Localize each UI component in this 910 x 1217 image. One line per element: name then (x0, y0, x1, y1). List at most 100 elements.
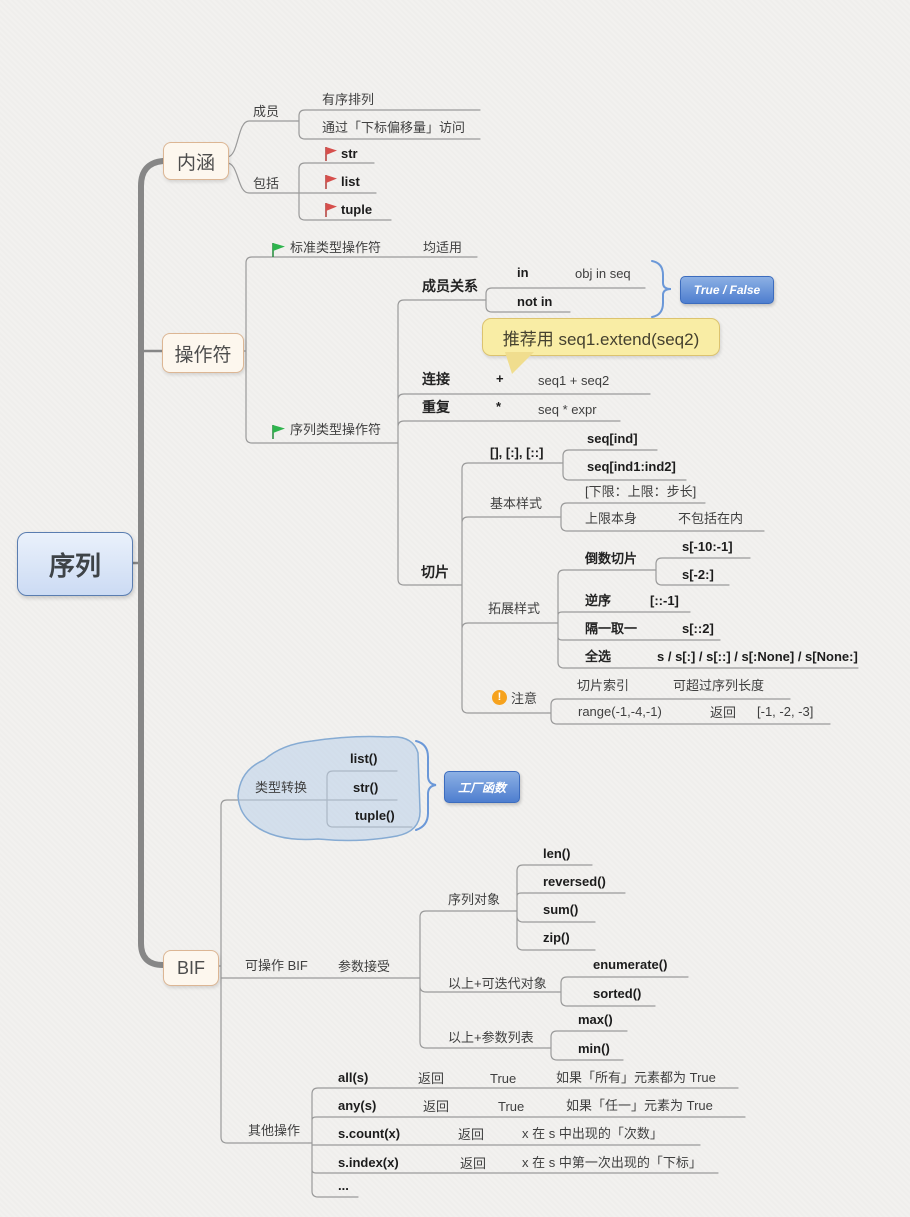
topic-ellipsis[interactable]: ... (338, 1178, 349, 1193)
topic-index-fn[interactable]: s.index(x) (338, 1155, 399, 1170)
topic-all-fn[interactable]: all(s) (338, 1070, 369, 1085)
topic-index-access[interactable]: 通过「下标偏移量」访问 (322, 120, 466, 135)
topic-index-return: 返回 (460, 1156, 487, 1171)
topic-range-result[interactable]: [-1, -2, -3] (757, 704, 814, 719)
red-flag-icon (325, 175, 337, 189)
topic-zip[interactable]: zip() (543, 930, 570, 945)
red-flag-icon (325, 147, 337, 161)
topic-member[interactable]: 成员 (253, 104, 280, 119)
topic-concat-expr[interactable]: seq1 + seq2 (538, 373, 610, 388)
topic-operable-bif[interactable]: 可操作 BIF (245, 958, 308, 973)
topic-str[interactable]: str (341, 146, 358, 161)
topic-tuple-fn[interactable]: tuple() (355, 808, 395, 823)
topic-min[interactable]: min() (578, 1041, 610, 1056)
topic-count-desc: x 在 s 中出现的「次数」 (522, 1126, 663, 1141)
callout-tail (505, 352, 534, 374)
topic-any-value: True (498, 1099, 525, 1114)
topic-index-desc: x 在 s 中第一次出现的「下标」 (522, 1155, 702, 1170)
topic-basic-style[interactable]: 基本样式 (490, 496, 543, 511)
topic-repeat-expr[interactable]: seq * expr (538, 402, 597, 417)
topic-range-returns[interactable]: 返回 (710, 705, 737, 720)
type-conversion-boundary[interactable] (237, 735, 421, 842)
topic-any-return: 返回 (423, 1099, 450, 1114)
root-topic-label: 序列 (48, 550, 101, 581)
topic-slice-ops[interactable]: [], [:], [::] (490, 445, 544, 460)
topic-alternate[interactable]: 隔一取一 (585, 621, 638, 636)
topic-negative-ex2[interactable]: s[-2:] (682, 567, 714, 582)
topic-plus-iterable[interactable]: 以上+可迭代对象 (448, 976, 547, 991)
topic-standard-operators[interactable]: 标准类型操作符 (290, 240, 382, 255)
summary-result-true-false[interactable]: True / False (680, 276, 774, 304)
topic-any-desc: 如果「任一」元素为 True (566, 1098, 713, 1113)
topic-upper-bound[interactable]: 上限本身 (585, 511, 638, 526)
topic-include[interactable]: 包括 (253, 176, 280, 191)
topic-negative-slice[interactable]: 倒数切片 (585, 551, 638, 566)
topic-plus-arglist[interactable]: 以上+参数列表 (448, 1030, 534, 1045)
topic-slice-index[interactable]: 切片索引 (577, 678, 630, 693)
topic-accepts-args[interactable]: 参数接受 (338, 959, 391, 974)
summary-label: 工厂函数 (457, 780, 506, 795)
topic-sum[interactable]: sum() (543, 902, 579, 917)
topic-negative-ex1[interactable]: s[-10:-1] (682, 539, 733, 554)
topic-not-in[interactable]: not in (517, 294, 553, 309)
topic-sorted[interactable]: sorted() (593, 986, 642, 1001)
topic-list-fn[interactable]: list() (350, 751, 378, 766)
main-topic-connotation[interactable]: 内涵 (163, 142, 229, 180)
topic-note[interactable]: 注意 (511, 691, 538, 706)
topic-slice[interactable]: 切片 (421, 564, 449, 580)
topic-range-example[interactable]: range(-1,-4,-1) (578, 704, 662, 719)
callout-recommend-extend[interactable]: 推荐用 seq1.extend(seq2) (482, 318, 720, 356)
topic-all-applicable[interactable]: 均适用 (423, 240, 463, 255)
topic-other-operations[interactable]: 其他操作 (248, 1123, 301, 1138)
topic-str-fn[interactable]: str() (353, 780, 379, 795)
topic-enumerate[interactable]: enumerate() (593, 957, 668, 972)
topic-extended-style[interactable]: 拓展样式 (488, 601, 541, 616)
topic-repeat-op[interactable]: * (496, 399, 502, 414)
topic-sequence-object[interactable]: 序列对象 (448, 892, 501, 907)
topic-reversed[interactable]: reversed() (543, 874, 606, 889)
topic-slice-ex2[interactable]: seq[ind1:ind2] (587, 459, 676, 474)
summary-factory-functions[interactable]: 工厂函数 (444, 771, 520, 803)
summary-label: True / False (693, 283, 761, 297)
topic-basic-syntax[interactable]: [下限：上限：步长] (585, 484, 697, 499)
summary-brace-factory[interactable] (415, 740, 437, 831)
topic-any-fn[interactable]: any(s) (338, 1098, 377, 1113)
warning-icon: ! (492, 690, 507, 705)
topic-select-all-ex[interactable]: s / s[:] / s[::] / s[:None] / s[None:] (657, 649, 858, 664)
main-topic-label: 内涵 (176, 152, 215, 174)
topic-membership[interactable]: 成员关系 (422, 278, 478, 294)
flag-icons (272, 147, 337, 439)
topic-in[interactable]: in (517, 265, 529, 280)
topic-concat[interactable]: 连接 (422, 371, 450, 387)
green-flag-icon (272, 425, 285, 439)
topic-in-expr[interactable]: obj in seq (575, 266, 631, 281)
main-topic-bif[interactable]: BIF (163, 950, 219, 986)
main-topic-label: BIF (176, 957, 205, 978)
summary-brace-true-false[interactable] (651, 260, 672, 318)
topic-count-fn[interactable]: s.count(x) (338, 1126, 401, 1141)
topic-type-conversion[interactable]: 类型转换 (255, 780, 308, 795)
main-topic-operators[interactable]: 操作符 (162, 333, 244, 373)
topic-exceed-length[interactable]: 可超过序列长度 (673, 678, 765, 693)
topic-select-all[interactable]: 全选 (585, 649, 612, 664)
topic-len[interactable]: len() (543, 846, 571, 861)
topic-sequence-operators[interactable]: 序列类型操作符 (290, 422, 382, 437)
topic-all-desc: 如果「所有」元素都为 True (556, 1070, 716, 1085)
topic-repeat[interactable]: 重复 (422, 399, 450, 415)
topic-reverse-ex[interactable]: [::-1] (650, 593, 679, 608)
topic-not-included[interactable]: 不包括在内 (678, 511, 744, 526)
topic-tuple[interactable]: tuple (341, 202, 373, 217)
topic-list[interactable]: list (341, 174, 360, 189)
topic-concat-op[interactable]: + (496, 371, 504, 386)
root-topic-sequence[interactable]: 序列 (17, 532, 133, 596)
topic-count-return: 返回 (458, 1127, 485, 1142)
topic-ordered[interactable]: 有序排列 (322, 92, 375, 107)
topic-all-return: 返回 (418, 1071, 445, 1086)
topic-slice-ex1[interactable]: seq[ind] (587, 431, 638, 446)
green-flag-icon (272, 243, 285, 257)
topic-alternate-ex[interactable]: s[::2] (682, 621, 714, 636)
topic-max[interactable]: max() (578, 1012, 613, 1027)
topic-reverse[interactable]: 逆序 (585, 593, 612, 608)
